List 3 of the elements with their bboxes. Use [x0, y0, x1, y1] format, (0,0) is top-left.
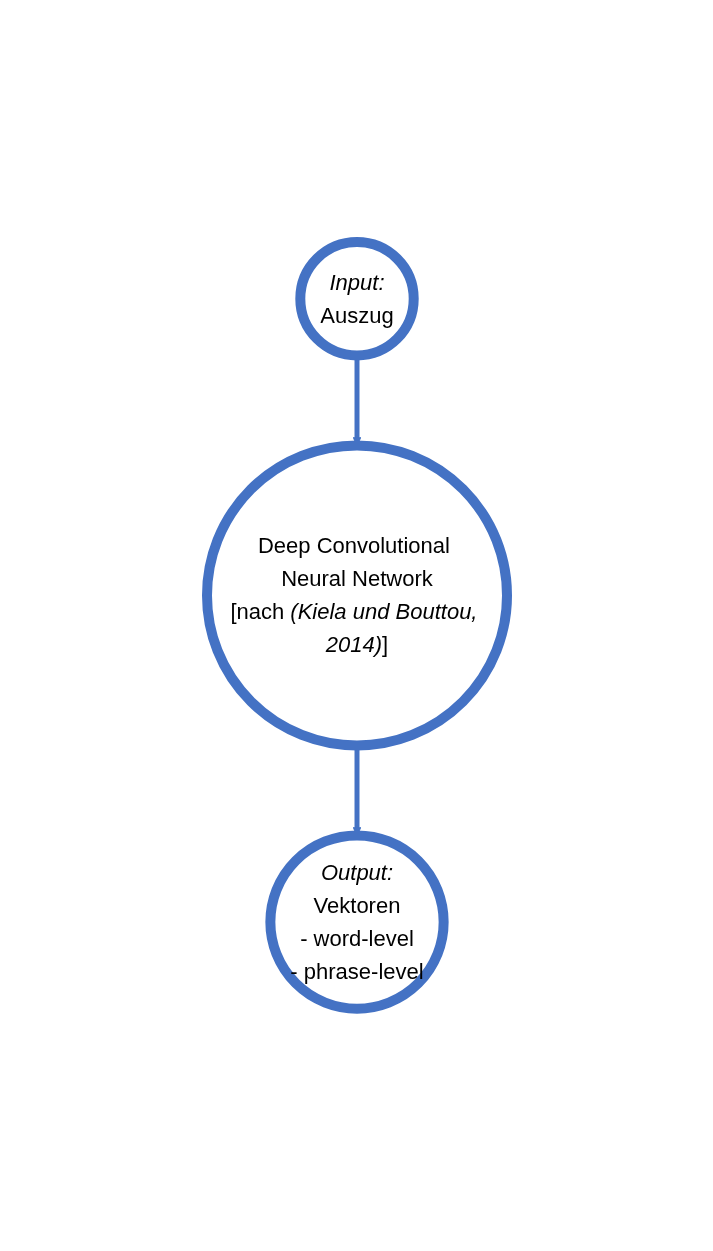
- node-circle: Deep Convolutional Neural Network [nach (Kiela und Bouttou, 2014)]: [201, 440, 512, 751]
- node-circle: Output: Vektoren - word-level - phrase-level: [264, 830, 449, 1014]
- node-circle: Input: Auszug: [294, 237, 419, 361]
